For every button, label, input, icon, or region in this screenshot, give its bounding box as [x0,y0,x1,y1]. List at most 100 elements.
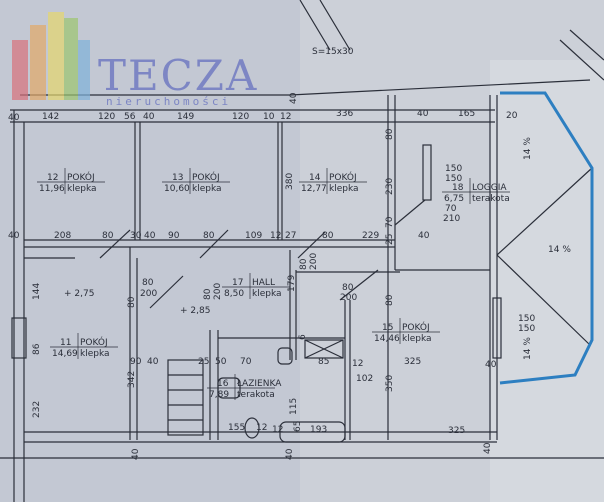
dimension-label: 70 [385,216,395,228]
dimension-label: 336 [336,109,353,119]
dimension-label: 85 [318,357,329,367]
dimension-label: 150 [518,314,535,324]
dimension-label: 80 [385,294,395,306]
dimension-label: 40 [131,448,141,460]
paper-light-right [490,60,604,502]
room-name: POKÓJ [192,171,220,183]
dimension-label: 80 [142,278,154,288]
room-floor: klepka [329,184,359,194]
elevation-marker: + 2,85 [180,306,210,316]
dimension-label: 80 [102,231,114,241]
room-area: 8,50 [224,289,244,299]
room-label: 17 HALL 8,50 klepka [222,273,290,299]
dimension-label: 80 [342,283,354,293]
logo-subtitle: nieruchomości [106,95,231,108]
room-area: 6,75 [444,194,464,204]
dimension-label: 80 [385,128,395,140]
dimension-label: 193 [310,425,327,435]
dimension-label: 208 [54,231,71,241]
dimension-label: 40 [8,113,20,123]
room-number: 12 [47,173,58,183]
dimension-label: 155 [228,423,245,433]
dimension-label: 165 [458,109,475,119]
room-area: 12,77 [301,184,327,194]
dimension-label: 120 [232,112,249,122]
dimension-label: 12 [280,112,291,122]
room-floor: klepka [192,184,222,194]
room-name: ŁAZIENKA [236,379,282,389]
dimension-label: 12 [270,231,281,241]
dimension-label: 40 [418,231,430,241]
loggia-outline [499,91,594,385]
room-floor: terakota [472,194,510,204]
dimension-label: 65 [293,421,303,432]
dimension-label: 325 [404,357,421,367]
room-name: POKÓJ [80,336,108,348]
room-area: 7,89 [209,390,229,400]
room-number: 13 [172,173,183,183]
dimension-label: 10 [263,112,275,122]
dimension-label: 80 [322,231,334,241]
room-name: POKÓJ [329,171,357,183]
dimension-label: 150 [445,174,462,184]
dimension-label: 210 [443,214,460,224]
dimension-label: 40 [483,442,493,454]
dimension-label: 56 [124,112,136,122]
dimension-label: 40 [285,448,295,460]
dimension-label: 350 [385,375,395,392]
room-number: 11 [60,338,71,348]
stair-note: S=15x30 [312,47,354,57]
elevation-marker: + 2,75 [64,289,94,299]
dimension-label: 109 [245,231,262,241]
dimension-label: 12 [272,425,283,435]
dimension-label: 200 [309,253,319,270]
dimension-label: 144 [32,283,42,300]
room-area: 14,46 [374,334,400,344]
dimension-label: 12 [352,359,363,369]
dimension-label: 149 [177,112,194,122]
dimension-label: 90 [168,231,180,241]
dimension-label: 12 [256,423,267,433]
logo: TECZA nieruchomości [12,12,258,108]
room-name: HALL [252,278,275,288]
dimension-label: 230 [385,178,395,195]
room-floor: klepka [402,334,432,344]
dimension-label: 120 [98,112,115,122]
dimension-label: 102 [356,374,373,384]
dimension-label: 40 [144,231,156,241]
room-floor: terakota [237,390,275,400]
dimension-label: 380 [285,173,295,190]
room-floor: klepka [252,289,282,299]
room-number: 17 [232,278,243,288]
dimension-label: 25 [385,234,395,245]
dimension-label: 90 [130,357,142,367]
slope-label: 14 % [548,245,571,255]
dimension-label: 80 [203,288,213,300]
dimension-label: 229 [362,231,379,241]
logo-name: TECZA [98,51,258,100]
room-name: LOGGIA [472,183,507,193]
dimension-label: 200 [340,293,357,303]
dimension-label: 50 [215,357,227,367]
dimension-label: 200 [213,283,223,300]
room-area: 10,60 [164,184,190,194]
dimension-label: 40 [143,112,155,122]
dimension-label: 40 [289,92,299,104]
dimension-label: 80 [299,258,309,270]
room-area: 11,96 [39,184,65,194]
dimension-label: 70 [240,357,252,367]
slope-label: 14 % [523,337,533,360]
room-name: POKÓJ [402,321,430,333]
dimension-label: 80 [127,296,137,308]
room-name: POKÓJ [67,171,95,183]
dimension-label: 40 [147,357,159,367]
dimension-label: 6 [298,334,308,340]
dimension-label: 20 [506,111,518,121]
